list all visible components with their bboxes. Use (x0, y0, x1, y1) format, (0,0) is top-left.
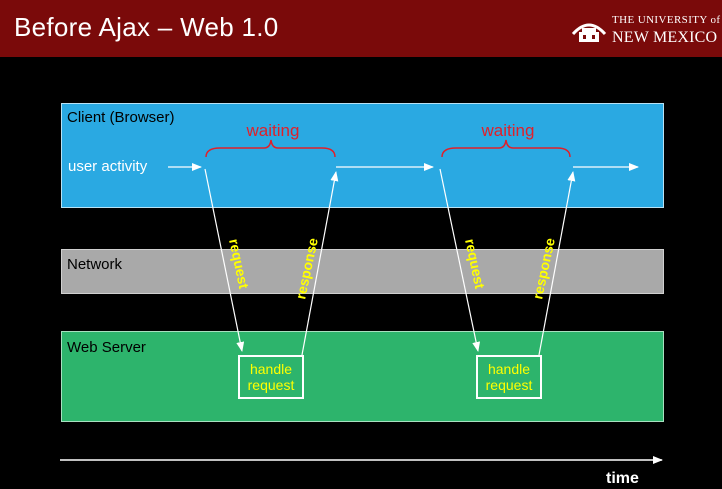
handle-box-1-line1: handle (249, 361, 293, 377)
request-label-2: request (462, 237, 488, 290)
server-lane-label: Web Server (67, 339, 146, 356)
waiting-label-2: waiting (481, 121, 535, 140)
slide-header: Before Ajax – Web 1.0 THE UNIVERSITY of … (0, 0, 722, 57)
response-label-1: response (292, 236, 321, 300)
request-arrow-2 (439, 168, 481, 352)
network-lane: Network (61, 249, 664, 294)
handle-request-box-2: handle request (476, 355, 542, 399)
time-axis-label: time (606, 470, 639, 487)
handle-box-1-line2: request (247, 377, 295, 393)
handle-box-2-line2: request (485, 377, 533, 393)
zia-seal-icon (571, 23, 607, 42)
response-arrow-1 (301, 171, 339, 356)
user-activity-label: user activity (68, 158, 148, 175)
response-label-2: response (529, 236, 558, 300)
client-lane: Client (Browser) (61, 103, 664, 208)
waiting-brace-1 (205, 139, 336, 158)
handle-box-2-line1: handle (487, 361, 531, 377)
response-arrow-2 (538, 171, 576, 356)
slide-title: Before Ajax – Web 1.0 (14, 12, 279, 42)
client-lane-label: Client (Browser) (67, 109, 175, 126)
request-arrow-1 (204, 168, 245, 352)
server-lane: Web Server (61, 331, 664, 422)
waiting-brace-2 (441, 139, 571, 158)
logo-text-line2: NEW MEXICO (612, 29, 718, 46)
network-lane-label: Network (67, 256, 123, 273)
handle-request-box-1: handle request (238, 355, 304, 399)
request-label-1: request (226, 237, 252, 290)
waiting-label-1: waiting (246, 121, 300, 140)
university-logo: THE UNIVERSITY of NEW MEXICO (570, 12, 720, 48)
logo-text-line1: THE UNIVERSITY of (612, 14, 721, 26)
